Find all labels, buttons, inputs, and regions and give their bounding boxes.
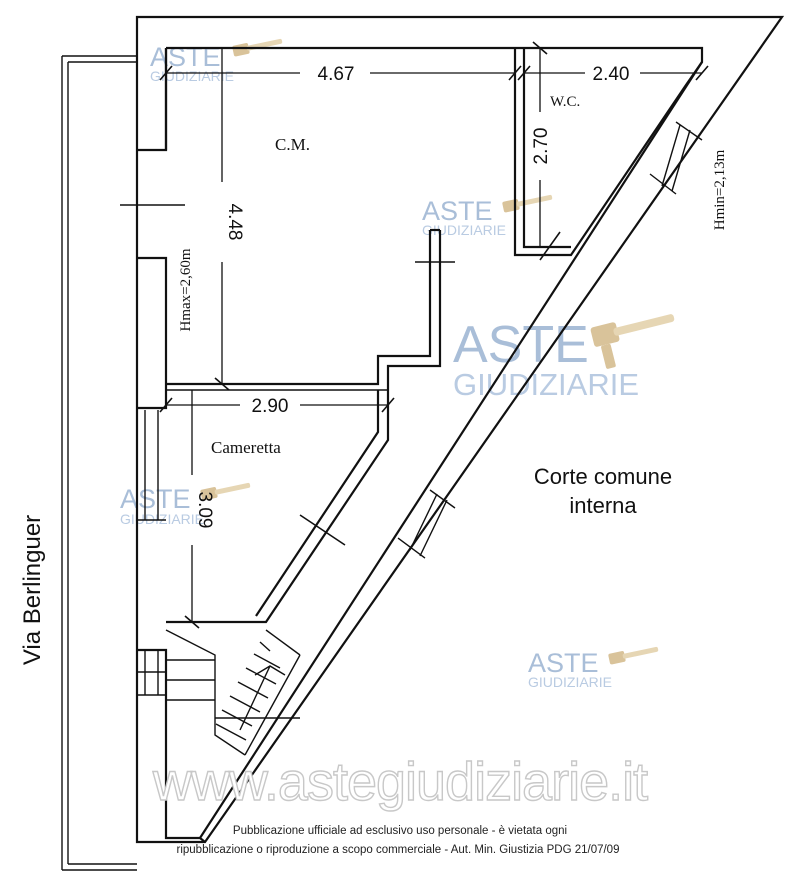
gavel-icon — [200, 482, 251, 501]
dimension-cameretta-width-label: 2.90 — [252, 396, 289, 417]
dimension-cameretta-height-label: 3.09 — [194, 492, 215, 529]
area-label-corte-line1: Corte comune — [534, 464, 672, 489]
watermark-brand-bottom: GIUDIZIARIE — [422, 222, 506, 238]
room-label-cameretta: Cameretta — [211, 438, 281, 457]
interior-walls — [166, 48, 571, 624]
notice-line-2: ripubblicazione o riproduzione a scopo c… — [177, 844, 620, 856]
dimension-cm-width: 4.67 — [159, 64, 522, 85]
watermark-brand-bottom: GIUDIZIARIE — [528, 674, 612, 690]
height-label-max: Hmax=2,60m — [178, 248, 194, 331]
watermark-url: www.astegiudiziarie.it — [152, 752, 648, 812]
watermark-brand-top: ASTE — [422, 196, 493, 226]
room-label-cm: C.M. — [275, 135, 310, 154]
dimension-cameretta-width: 2.90 — [159, 396, 395, 417]
gavel-icon — [608, 646, 659, 665]
dimension-cm-height-label: 4.48 — [224, 204, 245, 241]
watermark-brand-bottom: GIUDIZIARIE — [120, 511, 204, 527]
dimension-wc-height: 2.70 — [531, 41, 552, 247]
gavel-icon — [502, 194, 553, 213]
dimension-cm-height: 4.48 — [214, 48, 245, 391]
height-label-min: Hmin=2,13m — [712, 149, 728, 230]
window-left-lower — [137, 407, 166, 521]
window-left-bottom — [137, 650, 166, 696]
area-label-corte-line2: interna — [569, 493, 637, 518]
gavel-icon — [232, 38, 283, 57]
dimension-cm-width-label: 4.67 — [318, 64, 355, 85]
street-outline — [61, 55, 137, 871]
watermark-logo-top-left: ASTE GIUDIZIARIE — [150, 38, 283, 84]
staircase — [165, 629, 301, 756]
window-hypotenuse-lower — [397, 489, 456, 559]
dimension-wc-height-label: 2.70 — [531, 128, 552, 165]
street-label: Via Berlinguer — [19, 515, 46, 665]
watermark-logo-left: ASTE GIUDIZIARIE — [120, 482, 251, 527]
watermark-brand-top: ASTE — [528, 648, 599, 678]
watermark-brand-bottom: GIUDIZIARIE — [453, 367, 639, 402]
outer-walls — [135, 15, 785, 844]
room-label-wc: W.C. — [550, 94, 580, 110]
dimension-wc-width-label: 2.40 — [593, 64, 630, 85]
watermark-brand-top: ASTE — [120, 484, 191, 514]
gavel-icon — [590, 314, 675, 369]
watermark-logo-center-top: ASTE GIUDIZIARIE — [422, 194, 553, 238]
dimension-wc-width: 2.40 — [517, 64, 709, 85]
watermark-brand-top: ASTE — [453, 316, 589, 374]
notice-line-1: Pubblicazione ufficiale ad esclusivo uso… — [233, 825, 567, 837]
window-hypotenuse-upper — [649, 121, 703, 195]
watermark-brand-bottom: GIUDIZIARIE — [150, 68, 234, 84]
watermark-logo-right: ASTE GIUDIZIARIE — [528, 646, 659, 690]
dimension-cameretta-height: 3.09 — [184, 390, 215, 629]
